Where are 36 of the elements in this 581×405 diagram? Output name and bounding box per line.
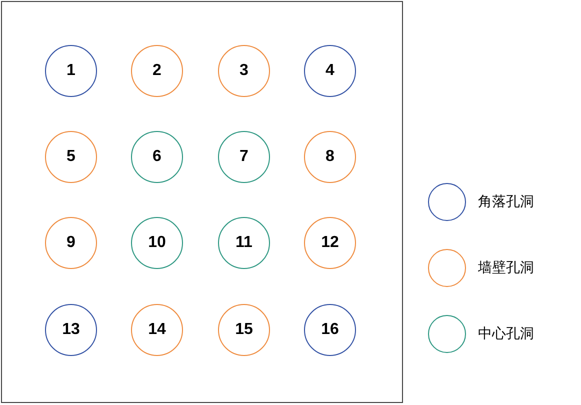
hole-circle <box>45 45 97 97</box>
hole-number: 5 <box>66 148 76 166</box>
hole-number: 9 <box>66 234 76 252</box>
hole-circle <box>304 45 356 97</box>
hole-circle <box>131 45 183 97</box>
hole-circle <box>45 217 97 269</box>
hole-circle <box>131 304 183 356</box>
hole-number: 7 <box>240 148 248 166</box>
hole-circle <box>304 304 356 356</box>
hole-circle <box>218 304 270 356</box>
hole-number: 14 <box>148 321 166 339</box>
hole-number: 2 <box>152 62 162 80</box>
hole-number: 13 <box>62 321 80 339</box>
hole-circle <box>218 131 270 183</box>
hole-number: 8 <box>326 148 334 166</box>
hole-circle <box>45 304 97 356</box>
legend-label: 角落孔洞 <box>478 193 534 212</box>
hole-circle <box>218 217 270 269</box>
frame-box <box>1 1 403 403</box>
hole-number: 1 <box>66 62 76 80</box>
hole-circle <box>45 131 97 183</box>
hole-number: 12 <box>321 234 339 252</box>
legend-label: 墙壁孔洞 <box>478 259 534 278</box>
hole-number: 16 <box>321 321 339 339</box>
legend-label: 中心孔洞 <box>478 325 534 344</box>
hole-circle <box>131 131 183 183</box>
hole-circle <box>304 217 356 269</box>
hole-number: 6 <box>152 148 162 166</box>
hole-number: 4 <box>326 62 334 80</box>
hole-number: 15 <box>235 321 253 339</box>
hole-number: 11 <box>236 234 252 252</box>
hole-circle <box>131 217 183 269</box>
hole-number: 10 <box>148 234 166 252</box>
hole-circle <box>304 131 356 183</box>
hole-number: 3 <box>240 62 248 80</box>
hole-circle <box>218 45 270 97</box>
